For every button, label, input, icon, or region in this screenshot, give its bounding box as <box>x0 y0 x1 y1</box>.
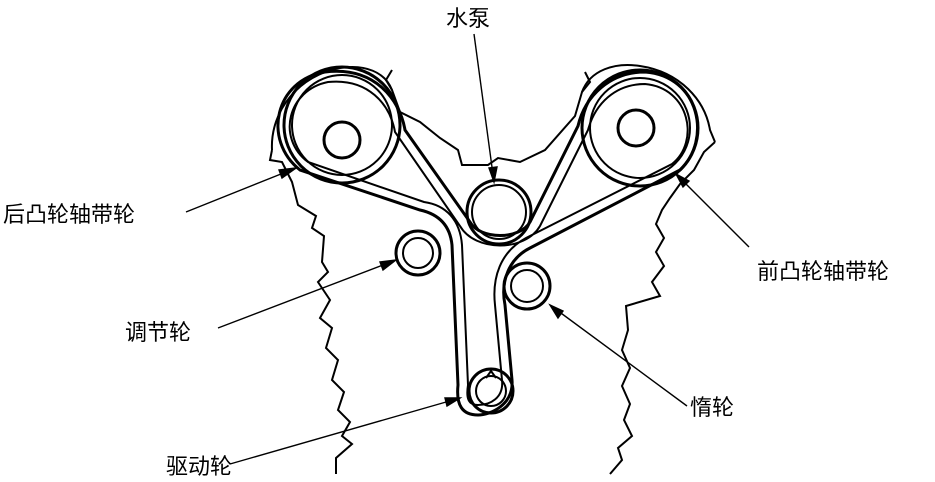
label-front-cam-pulley: 前凸轮轴带轮 <box>757 260 889 285</box>
leader-lines <box>185 33 750 465</box>
front-camshaft-pulley <box>580 68 700 188</box>
water-pump-leader <box>473 33 495 183</box>
label-drive-pulley: 驱动轮 <box>166 455 232 480</box>
water-pump-pulley <box>465 178 533 246</box>
label-idler: 惰轮 <box>690 396 734 421</box>
idler-pulley <box>502 261 552 311</box>
tensioner-pulley <box>394 229 442 277</box>
rear-camshaft-pulley <box>282 65 402 185</box>
front-cam-arrow-icon <box>674 172 691 189</box>
rear-cam-leader <box>185 167 297 213</box>
tensioner-leader <box>217 259 397 329</box>
timing-belt <box>276 69 699 417</box>
rear-cam-arrow-icon <box>278 167 297 180</box>
label-tensioner: 调节轮 <box>125 321 191 346</box>
water-pump-arrow-icon <box>488 166 498 185</box>
drive-leader <box>229 397 461 465</box>
drive-arrow-icon <box>444 397 463 408</box>
tensioner-arrow-icon <box>379 258 399 272</box>
label-rear-cam-pulley: 后凸轮轴带轮 <box>3 203 135 228</box>
front-cam-leader <box>675 173 750 248</box>
idler-arrow-icon <box>548 303 565 320</box>
label-water-pump: 水泵 <box>446 7 490 32</box>
engine-block-outline <box>268 64 716 475</box>
idler-leader <box>549 304 688 407</box>
drive-pulley <box>467 367 515 415</box>
